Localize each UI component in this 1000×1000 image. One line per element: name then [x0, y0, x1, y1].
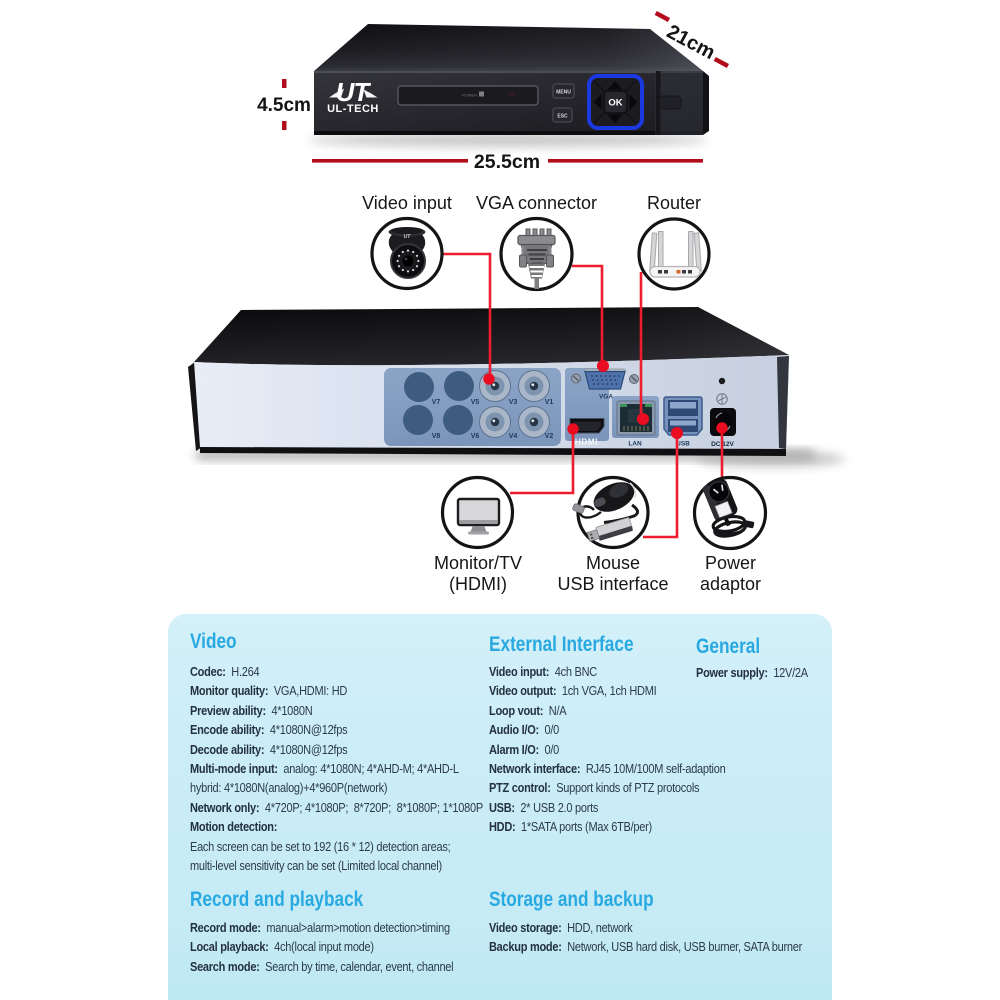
svg-text:V8: V8 — [432, 433, 441, 440]
svg-text:V2: V2 — [545, 433, 554, 440]
svg-text:OK: OK — [608, 98, 622, 109]
svg-text:V1: V1 — [545, 399, 554, 406]
svg-text:V4: V4 — [509, 433, 518, 440]
svg-text:UL-TECH: UL-TECH — [327, 103, 379, 115]
svg-text:25.5cm: 25.5cm — [474, 151, 540, 173]
svg-text:V6: V6 — [471, 433, 480, 440]
svg-text:V7: V7 — [432, 399, 441, 406]
svg-text:UT: UT — [404, 234, 412, 240]
svg-text:V3: V3 — [509, 399, 518, 406]
svg-text:4.5cm: 4.5cm — [257, 95, 311, 116]
svg-text:ESC: ESC — [557, 114, 568, 120]
svg-text:VGA: VGA — [599, 394, 613, 401]
svg-text:V5: V5 — [471, 399, 480, 406]
svg-text:POWER: POWER — [462, 93, 477, 98]
svg-text:HDMI: HDMI — [575, 438, 598, 447]
svg-text:LAN: LAN — [628, 441, 642, 448]
svg-text:MENU: MENU — [556, 90, 571, 96]
svg-text:USB: USB — [676, 441, 690, 448]
